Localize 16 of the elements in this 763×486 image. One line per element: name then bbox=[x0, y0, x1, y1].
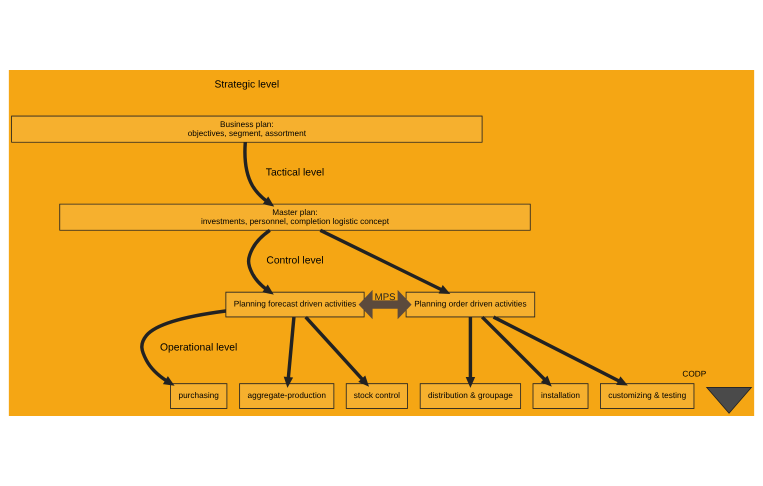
arrow bbox=[304, 316, 370, 387]
arrow bbox=[140, 309, 226, 386]
arrow bbox=[358, 290, 412, 320]
label: Tactical level bbox=[266, 168, 324, 179]
arrow bbox=[246, 228, 274, 295]
arrow bbox=[284, 316, 296, 388]
arrow bbox=[466, 317, 476, 388]
label: Control level bbox=[266, 256, 324, 267]
arrow bbox=[480, 316, 552, 387]
label: Operational level bbox=[160, 342, 238, 354]
node-triangle bbox=[706, 387, 752, 414]
arrow bbox=[243, 142, 274, 207]
edge-label: MPS bbox=[374, 292, 396, 303]
label: Strategic level bbox=[214, 80, 280, 91]
arrow bbox=[320, 228, 450, 294]
arrow bbox=[492, 316, 628, 386]
